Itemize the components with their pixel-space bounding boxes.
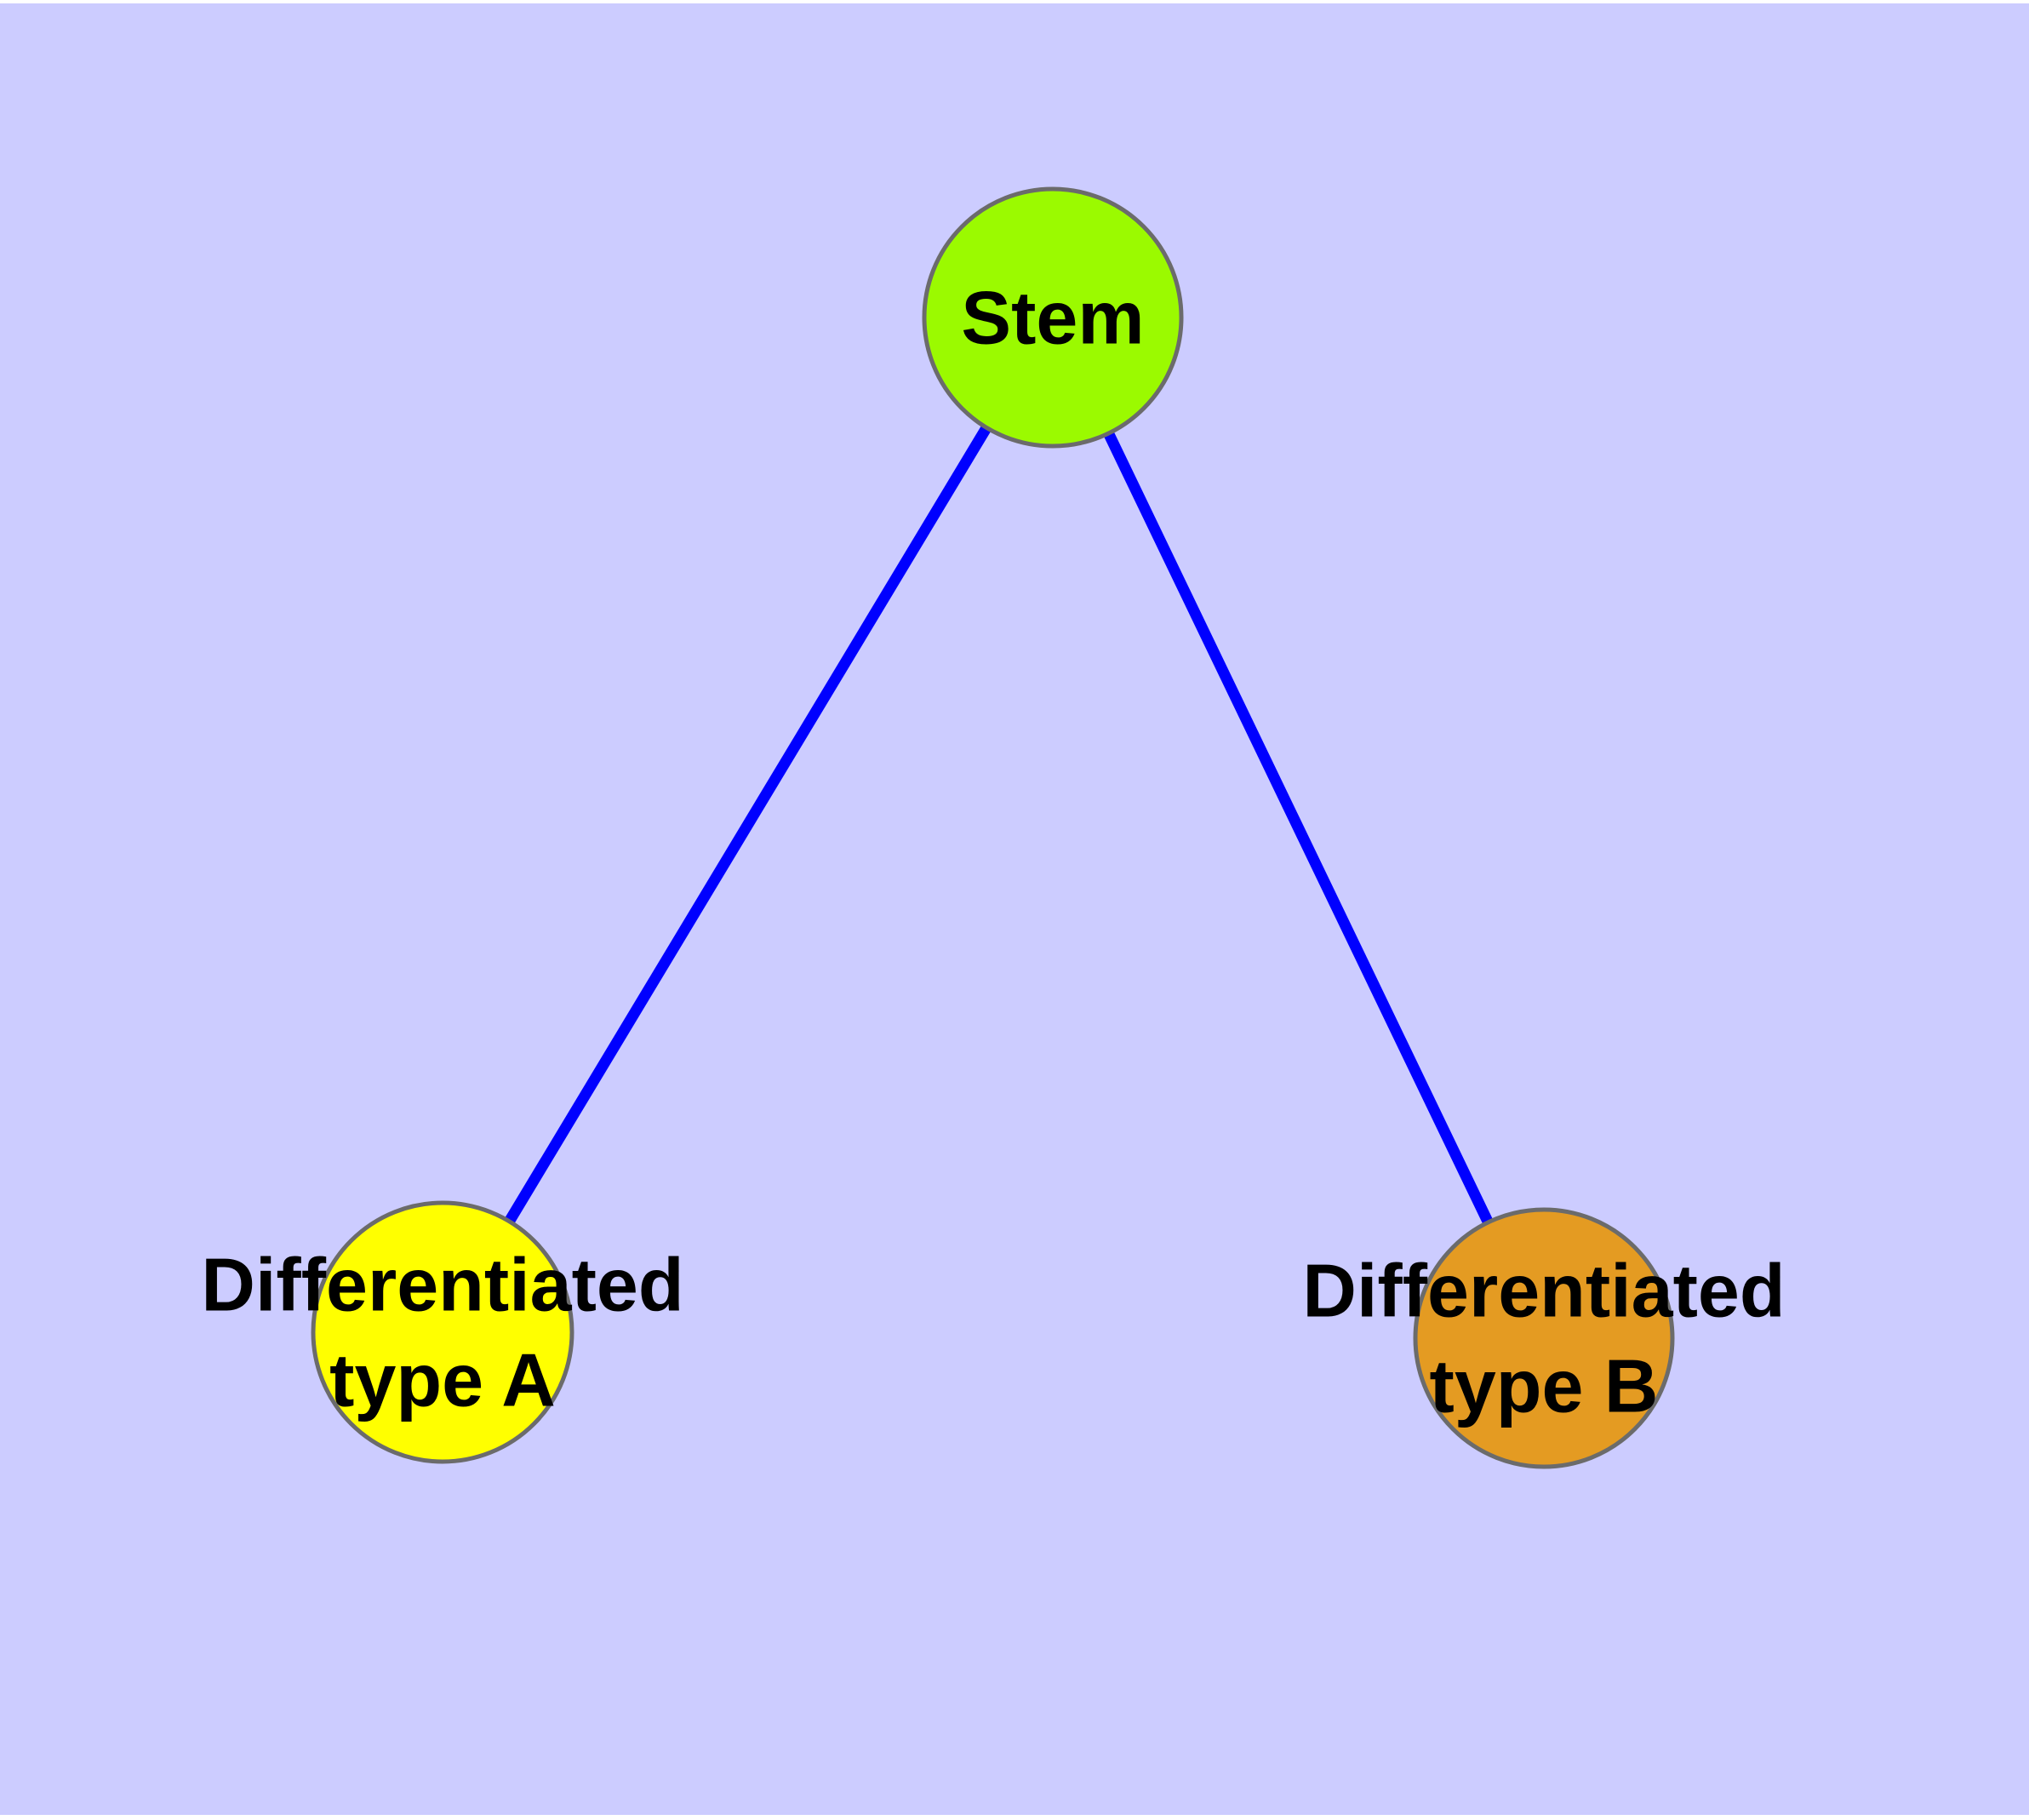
label-differentiated-type-b-line-2: type B <box>1430 1344 1659 1428</box>
edge-stem-differentiated-type-b <box>1048 315 1549 1341</box>
node-stem <box>922 186 1184 449</box>
label-stem: Stem <box>961 276 1144 360</box>
label-differentiated-type-a-line-2: type A <box>329 1338 556 1422</box>
label-differentiated-type-a-line-1: Differentiated <box>201 1243 683 1327</box>
node-differentiated-type-b <box>1413 1207 1675 1469</box>
label-differentiated-type-b-line-1: Differentiated <box>1302 1249 1785 1333</box>
node-differentiated-type-a <box>311 1200 574 1464</box>
edge-stem-differentiated-type-a <box>437 314 1058 1336</box>
